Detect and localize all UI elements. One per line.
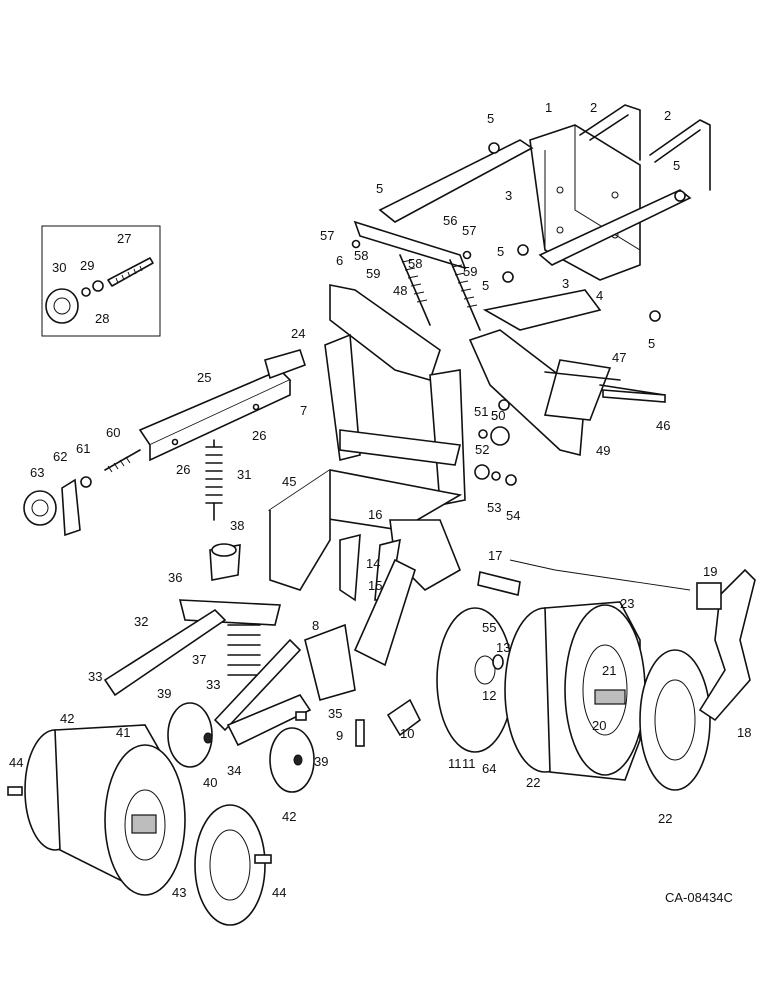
callout-59b: 59 xyxy=(463,264,477,279)
callout-40: 40 xyxy=(203,775,217,790)
callout-39b: 39 xyxy=(314,754,328,769)
callout-5b: 5 xyxy=(673,158,680,173)
callout-33b: 33 xyxy=(206,677,220,692)
callout-58a: 58 xyxy=(354,248,368,263)
figure-reference-code: CA-08434C xyxy=(665,890,733,905)
callout-10: 10 xyxy=(400,726,414,741)
callout-35: 35 xyxy=(328,706,342,721)
callout-15: 15 xyxy=(368,578,382,593)
callout-64: 64 xyxy=(482,761,496,776)
upper-linkage xyxy=(329,220,666,457)
mounting-assembly xyxy=(378,104,711,322)
callout-36: 36 xyxy=(168,570,182,585)
callout-5g: 5 xyxy=(491,408,498,423)
callout-3b: 3 xyxy=(562,276,569,291)
callout-19: 19 xyxy=(703,564,717,579)
callout-29: 29 xyxy=(80,258,94,273)
callout-4: 4 xyxy=(596,288,603,303)
callout-47: 47 xyxy=(612,350,626,365)
callout-26a: 26 xyxy=(252,428,266,443)
callout-24: 24 xyxy=(291,326,305,341)
callout-61: 61 xyxy=(76,441,90,456)
callout-34: 34 xyxy=(227,763,241,778)
callout-12: 12 xyxy=(482,688,496,703)
callout-53: 53 xyxy=(487,500,501,515)
callout-16: 16 xyxy=(368,507,382,522)
callout-18: 18 xyxy=(737,725,751,740)
callout-11a: 11 xyxy=(448,756,462,771)
callout-25: 25 xyxy=(197,370,211,385)
callout-54: 54 xyxy=(506,508,520,523)
callout-8: 8 xyxy=(312,618,319,633)
callout-48: 48 xyxy=(393,283,407,298)
callout-28: 28 xyxy=(95,311,109,326)
callout-11b: 11 xyxy=(462,756,476,771)
callout-46: 46 xyxy=(656,418,670,433)
callout-58b: 58 xyxy=(408,256,422,271)
callout-5e: 5 xyxy=(482,278,489,293)
callout-44a: 44 xyxy=(9,755,23,770)
callout-5d: 5 xyxy=(497,244,504,259)
callout-27: 27 xyxy=(117,231,131,246)
callout-23: 23 xyxy=(620,596,634,611)
callout-5a: 5 xyxy=(487,111,494,126)
callout-42b: 42 xyxy=(282,809,296,824)
callout-45: 45 xyxy=(282,474,296,489)
callout-31: 31 xyxy=(237,467,251,482)
callout-21: 21 xyxy=(602,663,616,678)
callout-26b: 26 xyxy=(176,462,190,477)
callout-43: 43 xyxy=(172,885,186,900)
inset-box xyxy=(41,225,161,337)
callout-60: 60 xyxy=(106,425,120,440)
callout-38: 38 xyxy=(230,518,244,533)
callout-3a: 3 xyxy=(505,188,512,203)
callout-9: 9 xyxy=(336,728,343,743)
callout-59a: 59 xyxy=(366,266,380,281)
callout-57b: 57 xyxy=(462,223,476,238)
callout-2b: 2 xyxy=(664,108,671,123)
callout-37: 37 xyxy=(192,652,206,667)
callout-44b: 44 xyxy=(272,885,286,900)
callout-57a: 57 xyxy=(320,228,334,243)
callout-39a: 39 xyxy=(157,686,171,701)
callout-41: 41 xyxy=(116,725,130,740)
gauge-wheel-assembly xyxy=(7,724,272,926)
callout-2a: 2 xyxy=(590,100,597,115)
callout-labels: 1 2 2 3 3 4 5 5 5 5 5 5 5 6 7 8 9 10 11 … xyxy=(9,100,751,900)
callout-5c: 5 xyxy=(376,181,383,196)
callout-5f: 5 xyxy=(648,336,655,351)
callout-6: 6 xyxy=(336,253,343,268)
callout-56: 56 xyxy=(443,213,457,228)
main-frame xyxy=(267,333,521,667)
press-wheel-assembly xyxy=(103,543,315,793)
callout-17: 17 xyxy=(488,548,502,563)
callout-33a: 33 xyxy=(88,669,102,684)
callout-42a: 42 xyxy=(60,711,74,726)
callout-55: 55 xyxy=(482,620,496,635)
callout-13: 13 xyxy=(496,640,510,655)
callout-52: 52 xyxy=(475,442,489,457)
callout-62: 62 xyxy=(53,449,67,464)
callout-22a: 22 xyxy=(526,775,540,790)
callout-14: 14 xyxy=(366,556,380,571)
callout-1: 1 xyxy=(545,100,552,115)
depth-control xyxy=(23,349,307,537)
disc-opener xyxy=(304,607,514,753)
callout-51: 51 xyxy=(474,404,488,419)
closing-wheel-assembly xyxy=(504,559,756,791)
callout-7: 7 xyxy=(300,403,307,418)
callout-30: 30 xyxy=(52,260,66,275)
right-hardware xyxy=(171,389,666,486)
callout-63: 63 xyxy=(30,465,44,480)
callout-20: 20 xyxy=(592,718,606,733)
callout-32: 32 xyxy=(134,614,148,629)
callout-49: 49 xyxy=(596,443,610,458)
callout-50: 50 xyxy=(491,408,505,423)
callout-22b: 22 xyxy=(658,811,672,826)
